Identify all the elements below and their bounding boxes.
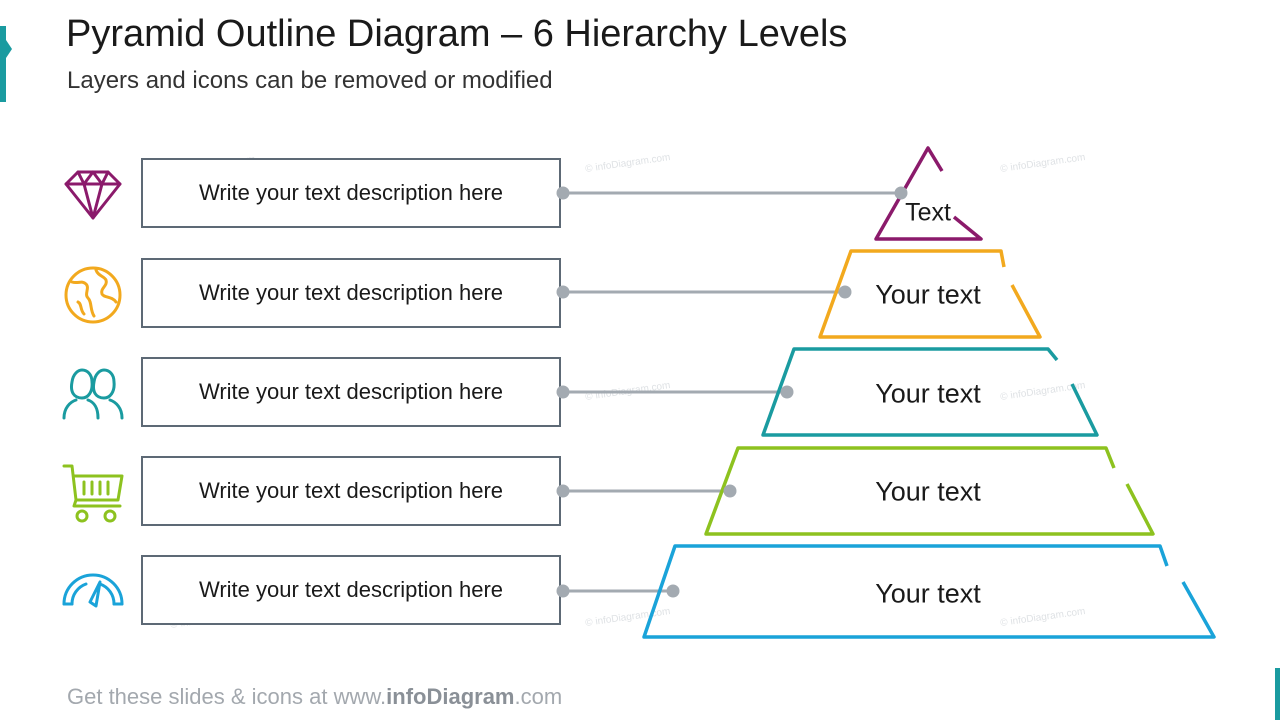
watermark: © infoDiagram.com [584, 606, 672, 629]
people-icon [60, 362, 126, 428]
description-box-1[interactable]: Write your text description here [141, 158, 561, 228]
slide-title: Pyramid Outline Diagram – 6 Hierarchy Le… [66, 13, 848, 55]
left-accent-bar [0, 26, 12, 102]
description-text: Write your text description here [198, 280, 504, 305]
pyramid-layer-label[interactable]: Your text [875, 476, 981, 507]
watermark: © infoDiagram.com [999, 380, 1087, 403]
pyramid-layer-label[interactable]: Your text [875, 279, 981, 310]
slide-subtitle: Layers and icons can be removed or modif… [67, 67, 553, 94]
connector-dot [838, 285, 852, 299]
diamond-icon [60, 162, 126, 228]
footer-suffix: .com [514, 684, 563, 709]
footer-brand: infoDiagram [386, 684, 515, 709]
description-text: Write your text description here [198, 379, 504, 404]
footer-credit[interactable]: Get these slides & icons at www.infoDiag… [67, 682, 562, 712]
connector-dot [780, 385, 794, 399]
description-box-3[interactable]: Write your text description here [141, 357, 561, 427]
description-text: Write your text description here [198, 577, 504, 602]
pyramid-layer-label[interactable]: Your text [875, 378, 981, 409]
pyramid-layer-label[interactable]: Text [905, 198, 951, 227]
globe-icon [60, 262, 126, 328]
connector-dot [666, 584, 680, 598]
description-text: Write your text description here [198, 478, 504, 503]
speedometer-icon [60, 560, 126, 626]
watermark: © infoDiagram.com [999, 606, 1087, 629]
description-box-5[interactable]: Write your text description here [141, 555, 561, 625]
watermark: © infoDiagram.com [584, 152, 672, 175]
watermark: © infoDiagram.com [999, 152, 1087, 175]
footer-prefix: Get these slides & icons at www. [67, 684, 387, 709]
description-box-4[interactable]: Write your text description here [141, 456, 561, 526]
pyramid-layer-label[interactable]: Your text [875, 578, 981, 609]
description-text: Write your text description here [198, 180, 504, 205]
shopping-cart-icon [60, 460, 126, 526]
connector-dot [723, 484, 737, 498]
watermark: © infoDiagram.com [584, 380, 672, 403]
description-box-2[interactable]: Write your text description here [141, 258, 561, 328]
right-accent-bar [1275, 668, 1280, 720]
